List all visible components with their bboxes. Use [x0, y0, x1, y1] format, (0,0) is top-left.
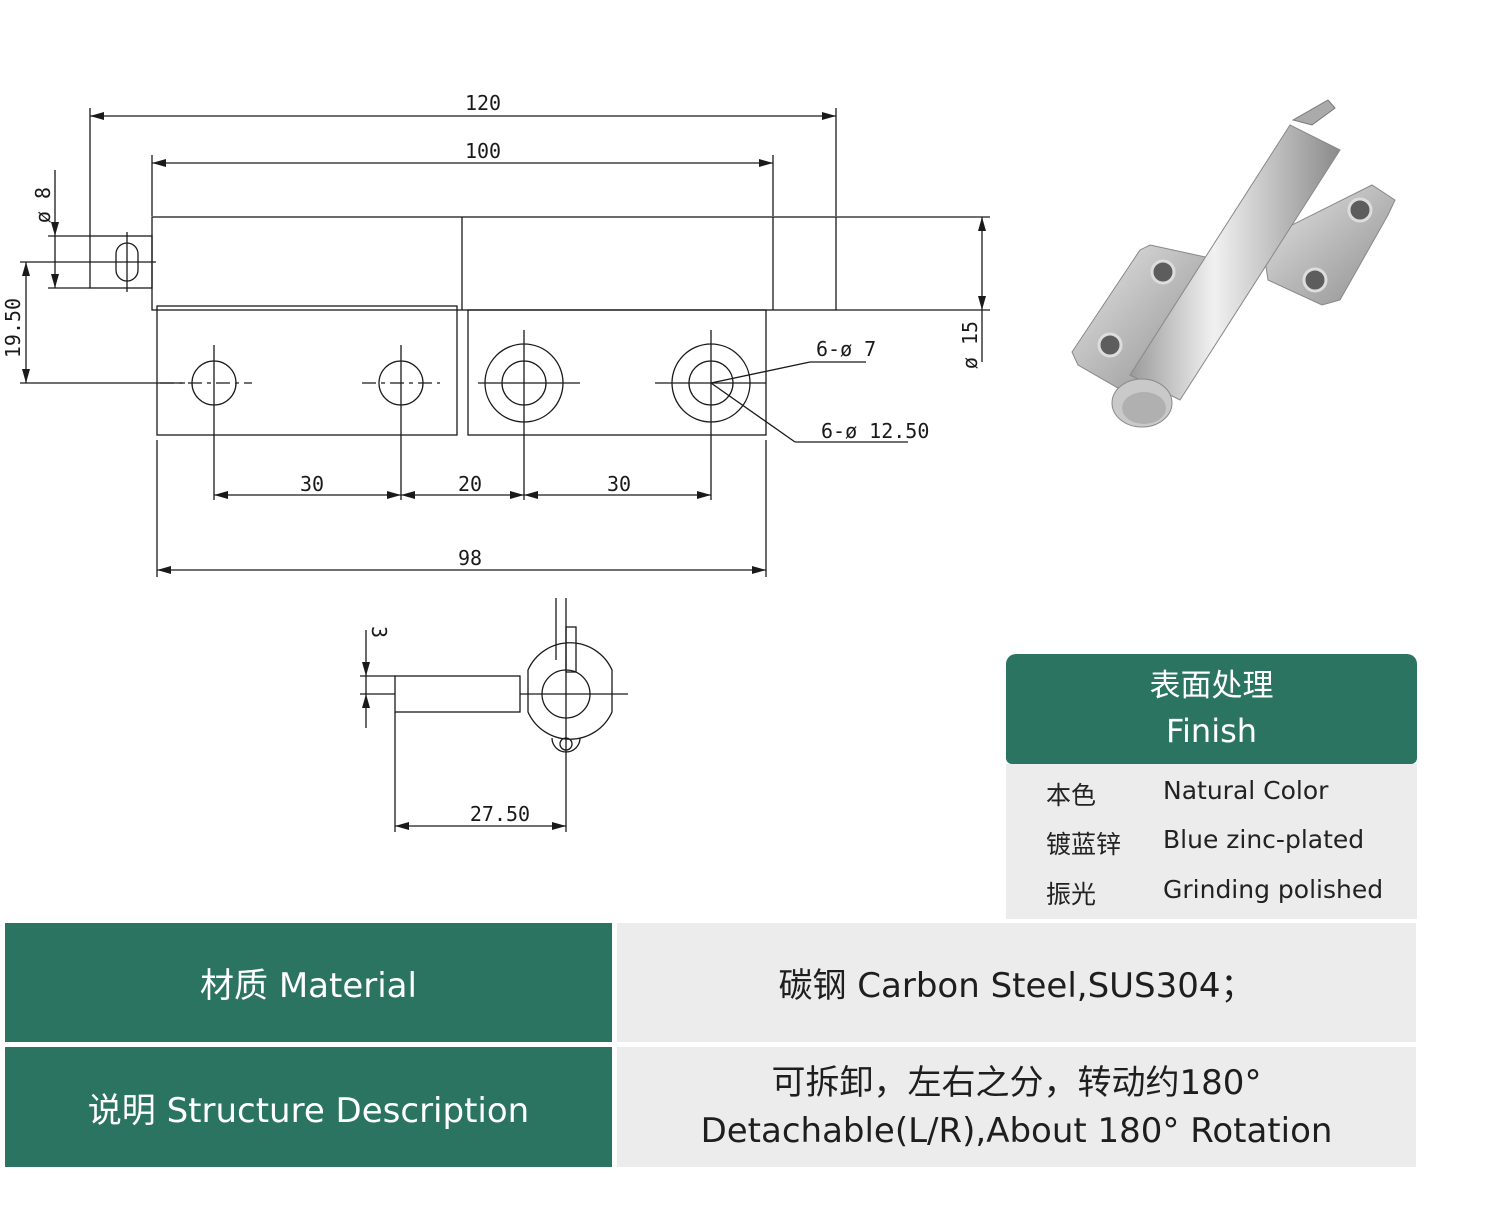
structure-label-cell: 说明 Structure Description — [5, 1047, 612, 1167]
material-label: 材质 Material — [200, 966, 417, 1006]
finish-header: 表面处理 Finish — [1006, 654, 1417, 764]
finish-option-zh: 本色 — [1046, 781, 1097, 810]
finish-row: 镀蓝锌 Blue zinc-plated — [1006, 819, 1417, 859]
dim-30a-label: 30 — [300, 472, 324, 496]
finish-row: 本色 Natural Color — [1006, 770, 1417, 810]
material-label-cell: 材质 Material — [5, 923, 612, 1042]
hole-callouts: 6-ø 7 6-ø 12.50 — [710, 337, 929, 443]
finish-option-zh: 镀蓝锌 — [1046, 830, 1122, 859]
side-view: 3 27.50 — [360, 598, 628, 832]
dimension-dia-8: ø 8 — [31, 170, 90, 289]
dim-dia-8-label: ø 8 — [31, 187, 55, 223]
finish-option-zh: 振光 — [1046, 880, 1097, 909]
hinge-leaf-outlines — [156, 305, 767, 436]
hinge-product-photo — [1071, 99, 1396, 428]
dim-30b-label: 30 — [607, 472, 631, 496]
dimension-100: 100 — [151, 139, 774, 216]
structure-value-zh: 可拆卸，左右之分，转动约180° — [771, 1063, 1262, 1103]
technical-drawing: 120 100 ø 8 19.50 — [1, 91, 1396, 832]
dim-19-50-label: 19.50 — [1, 298, 25, 358]
finish-options-list: 本色 Natural Color 镀蓝锌 Blue zinc-plated 振光… — [1006, 764, 1417, 919]
dimension-19-50: 19.50 — [1, 261, 185, 384]
dim-20-label: 20 — [458, 472, 482, 496]
hole-small-label: 6-ø 7 — [816, 337, 876, 361]
hole-large-label: 6-ø 12.50 — [821, 419, 929, 443]
material-value-cell: 碳钢 Carbon Steel,SUS304； — [617, 923, 1416, 1042]
dimension-dia-15: ø 15 — [958, 217, 986, 369]
dimension-120: 120 — [89, 91, 837, 236]
dimension-hole-spacing: 30 20 30 — [214, 472, 711, 499]
structure-value-en: Detachable(L/R),About 180° Rotation — [700, 1111, 1333, 1151]
dim-27-50-label: 27.50 — [470, 802, 530, 826]
finish-option-en: Natural Color — [1163, 776, 1329, 805]
finish-title-zh: 表面处理 — [1149, 668, 1274, 704]
dim-120-label: 120 — [465, 91, 501, 115]
mounting-holes — [160, 330, 766, 500]
finish-title-en: Finish — [1165, 712, 1258, 750]
dim-100-label: 100 — [465, 139, 501, 163]
finish-row: 振光 Grinding polished — [1006, 869, 1417, 909]
hinge-knuckle-outline — [89, 216, 990, 311]
material-value: 碳钢 Carbon Steel,SUS304； — [778, 966, 1255, 1006]
structure-value-cell: 可拆卸，左右之分，转动约180° Detachable(L/R),About 1… — [617, 1047, 1416, 1167]
dimension-98: 98 — [156, 440, 767, 577]
dim-98-label: 98 — [458, 546, 482, 570]
structure-label: 说明 Structure Description — [87, 1090, 530, 1131]
finish-option-en: Blue zinc-plated — [1163, 825, 1365, 854]
dim-dia-15-label: ø 15 — [958, 321, 982, 369]
finish-option-en: Grinding polished — [1163, 875, 1384, 904]
dim-3-label: 3 — [367, 626, 391, 638]
